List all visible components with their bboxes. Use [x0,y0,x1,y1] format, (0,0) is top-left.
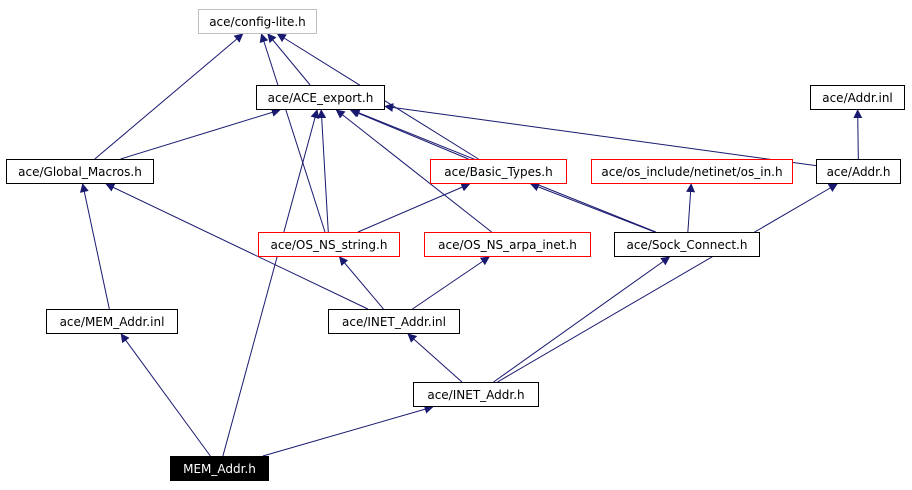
edge-inet_addr_inl-to-global_macros [105,183,369,310]
node-global-macros[interactable]: ace/Global_Macros.h [6,159,154,184]
node-config-lite[interactable]: ace/config-lite.h [198,9,317,34]
edge-mem_addr_h-to-ace_export [222,109,320,457]
edge-sock_connect-to-os_in [686,183,696,233]
edge-inet_addr_h-to-sock_connect [493,256,671,383]
node-os-ns-string[interactable]: ace/OS_NS_string.h [258,232,400,257]
node-mem-addr-h-current[interactable]: MEM_Addr.h [170,456,269,481]
edge-os_ns_string-to-basic_types [357,183,471,233]
edge-layer [79,33,863,457]
node-os-in[interactable]: ace/os_include/netinet/os_in.h [591,159,793,184]
edge-sock_connect-to-basic_types [529,182,655,233]
node-ace-export[interactable]: ace/ACE_export.h [256,85,385,110]
edge-global_macros-to-config_lite [94,33,244,160]
edge-mem_addr_inl-to-global_macros [79,183,110,310]
edge-inet_addr_h-to-addr_h [497,183,838,383]
edge-addr_h-to-ace_export [384,103,817,167]
edge-mem_addr_h-to-mem_addr_inl [120,333,211,457]
edge-inet_addr_inl-to-os_ns_arpa_inet [412,256,490,310]
node-basic-types[interactable]: ace/Basic_Types.h [430,159,567,184]
node-inet-addr-inl[interactable]: ace/INET_Addr.inl [328,309,460,334]
edge-ace_export-to-config_lite [267,33,311,86]
edge-inet_addr_h-to-inet_addr_inl [407,333,463,383]
edge-os_ns_arpa_inet-to-ace_export [335,109,492,233]
edge-mem_addr_h-to-inet_addr_h [262,404,434,457]
edge-inet_addr_inl-to-os_ns_string [338,256,384,310]
edge-os_ns_string-to-ace_export [317,109,329,233]
node-mem-addr-inl[interactable]: ace/MEM_Addr.inl [46,309,178,334]
edge-basic_types-to-ace_export [349,108,469,160]
node-inet-addr-h[interactable]: ace/INET_Addr.h [413,382,539,407]
edge-global_macros-to-ace_export [120,108,281,160]
node-sock-connect[interactable]: ace/Sock_Connect.h [614,232,760,257]
edge-os_ns_string-to-config_lite [259,33,326,233]
node-os-ns-arpa-inet[interactable]: ace/OS_NS_arpa_inet.h [424,232,591,257]
node-addr-h[interactable]: ace/Addr.h [816,159,901,184]
edge-addr_h-to-addr_inl [853,109,863,160]
node-addr-inl[interactable]: ace/Addr.inl [810,85,905,110]
